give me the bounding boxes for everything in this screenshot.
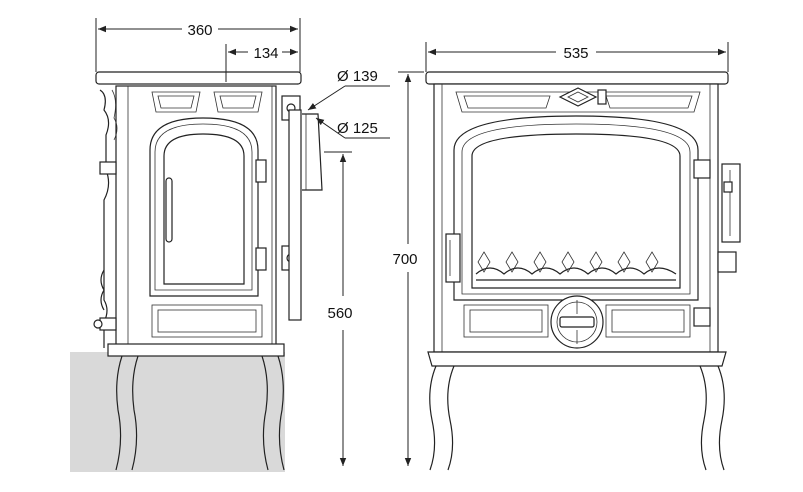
side-door-glass: [163, 133, 245, 285]
side-door-handle: [165, 177, 173, 243]
front-hinge-bottom: [693, 307, 711, 327]
side-view: [70, 71, 323, 472]
side-dimensions: 360 134 Ø 139 Ø 125 560: [95, 18, 390, 466]
side-upper-panel-left: [151, 91, 201, 113]
side-lower-panel: [151, 304, 263, 338]
front-leg-left: [429, 365, 437, 471]
side-leg-back: [261, 355, 269, 471]
dim-139-label: Ø 139: [337, 68, 378, 85]
side-left-ornament: [99, 89, 110, 348]
front-side-handle: [721, 163, 741, 243]
air-control-slider: [559, 316, 595, 328]
front-hinge-top: [693, 159, 711, 179]
side-base-band: [107, 343, 285, 357]
dim-700-label: 700: [392, 251, 417, 268]
front-diamond-emblem: [558, 87, 598, 107]
flue-outlet: [302, 113, 323, 191]
front-door-glass: [471, 133, 681, 289]
dim-134-label: 134: [253, 45, 278, 62]
side-door: [149, 117, 259, 297]
front-top-plate: [425, 71, 729, 85]
side-leg-front: [115, 355, 123, 471]
dim-560-label: 560: [327, 305, 352, 322]
dim-125-label: Ø 125: [337, 120, 378, 137]
front-door-latch: [445, 233, 461, 283]
front-lower-panel-left: [463, 304, 549, 338]
side-top-plate: [95, 71, 302, 85]
dim-360-label: 360: [187, 22, 212, 39]
front-base: [427, 351, 727, 367]
dim-535-label: 535: [563, 45, 588, 62]
front-fire-grate: [475, 251, 677, 281]
front-leg-right: [699, 365, 707, 471]
front-door: [453, 115, 699, 301]
flue-pipe: [288, 109, 302, 321]
front-dimensions: 535 700: [392, 42, 729, 466]
side-hinge-bottom: [255, 247, 267, 271]
side-hinge-top: [255, 159, 267, 183]
side-upper-panel-right: [213, 91, 263, 113]
front-view: [425, 71, 741, 471]
front-lower-panel-right: [605, 304, 691, 338]
hearth-block: [70, 352, 285, 472]
front-top-ornament: [455, 91, 701, 113]
